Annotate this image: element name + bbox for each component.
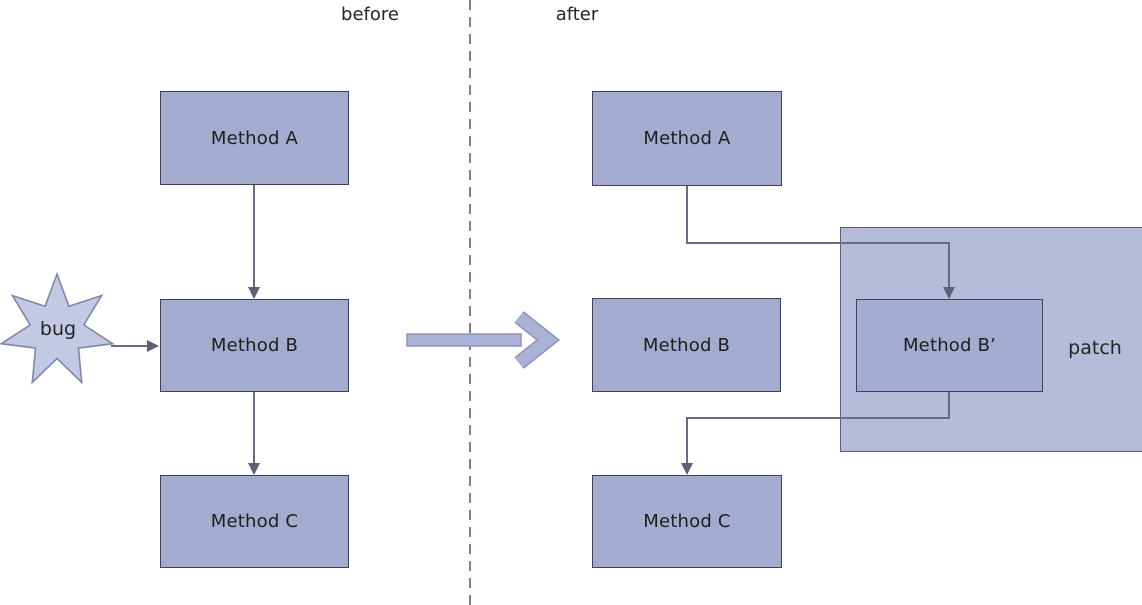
patch-label: patch [1068, 337, 1122, 359]
section-label-after: after [555, 4, 599, 25]
bug-label: bug [39, 318, 77, 340]
node-label: Method B [210, 335, 299, 356]
connector-a-to-b-before [248, 185, 260, 299]
node-label: Method C [643, 511, 731, 532]
node-label: Method A [643, 128, 731, 149]
node-method-a-after: Method A [592, 91, 782, 186]
node-method-c-before: Method C [160, 475, 349, 568]
node-label: Method B [642, 334, 731, 356]
node-label: Method C [210, 511, 299, 532]
node-label: Method B’ [902, 335, 997, 356]
node-method-c-after: Method C [592, 475, 782, 568]
connector-bug-to-method-b [111, 340, 159, 352]
transform-arrow-icon [406, 311, 561, 369]
node-method-b-after: Method B [592, 298, 781, 392]
node-method-b-prime: Method B’ [856, 299, 1043, 392]
connector-b-to-c-before [248, 392, 260, 475]
node-method-b-before: Method B [160, 299, 349, 392]
node-method-a-before: Method A [160, 91, 349, 185]
section-label-before: before [341, 4, 399, 25]
node-label: Method A [210, 127, 299, 149]
